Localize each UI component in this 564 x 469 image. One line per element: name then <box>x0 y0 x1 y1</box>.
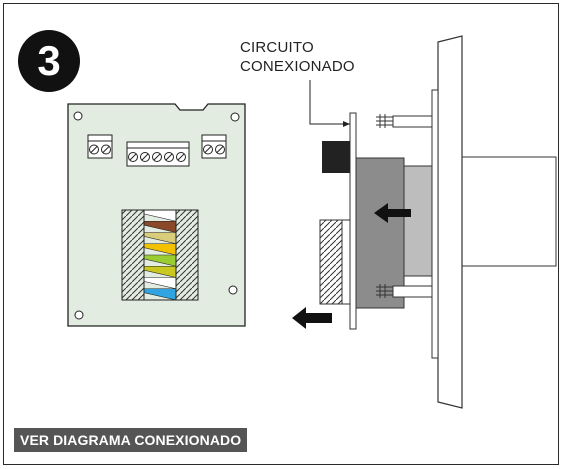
circuit-board-side <box>349 112 357 330</box>
wall-plate <box>437 35 463 409</box>
callout-line-1: CIRCUITO <box>240 39 314 56</box>
rear-module <box>459 156 557 267</box>
callout-line-2: CONEXIONADO <box>240 58 355 75</box>
board-component <box>322 141 350 173</box>
mount-hole-bottom-right <box>228 285 238 295</box>
step-number-badge: 3 <box>18 30 80 92</box>
arrow-insert-left-icon <box>374 203 411 223</box>
mount-hole-top-left <box>73 111 83 121</box>
terminal-block-center <box>126 141 190 167</box>
housing-block-light <box>403 165 433 277</box>
panel-frame <box>3 3 559 465</box>
circuit-callout-label: CIRCUITO CONEXIONADO <box>240 38 355 76</box>
terminal-block-right <box>201 134 227 159</box>
mount-hole-bottom-left <box>74 310 84 320</box>
callout-leader-line <box>309 80 350 125</box>
circuit-board-front-view <box>67 103 246 327</box>
wire-connector <box>121 209 199 301</box>
mounting-rod-bottom <box>376 284 433 298</box>
plate-frame <box>431 89 439 359</box>
arrow-pull-left-icon <box>292 307 332 329</box>
housing-block-dark <box>355 157 405 309</box>
mount-hole-top-right <box>230 112 240 122</box>
side-view-assembly <box>292 35 557 409</box>
see-wiring-diagram-label: VER DIAGRAMA CONEXIONADO <box>14 428 248 452</box>
side-connector-hatched <box>319 219 343 305</box>
step-number: 3 <box>37 37 61 84</box>
mounting-rod-top <box>376 114 433 128</box>
terminal-block-left <box>87 134 113 159</box>
